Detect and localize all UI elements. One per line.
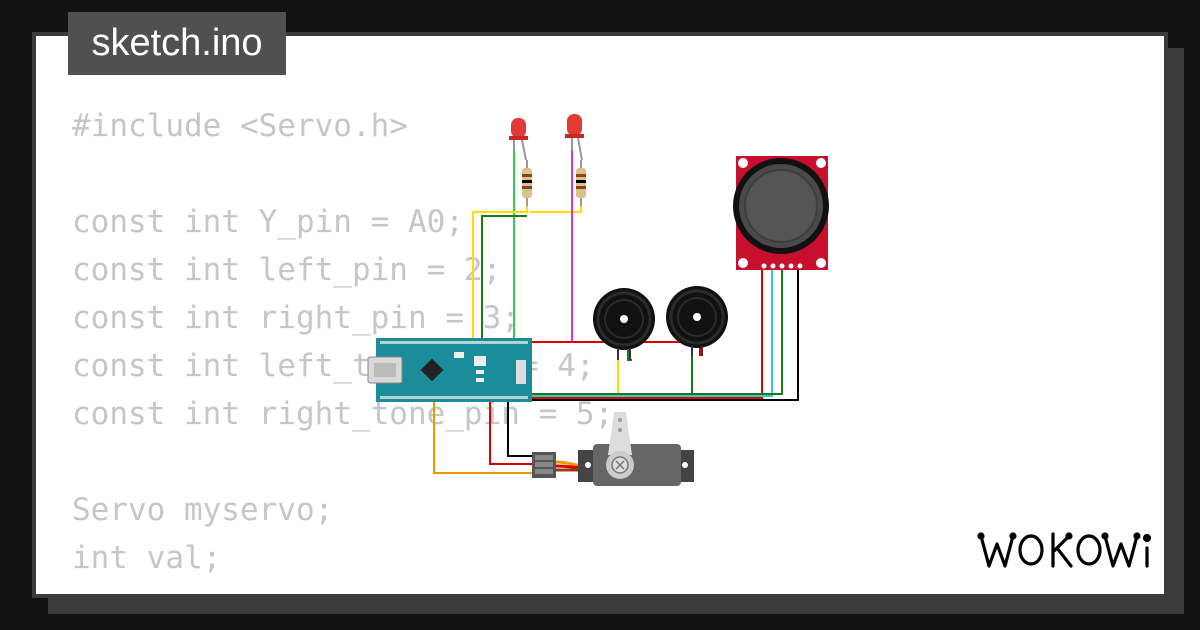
wire-yellow-res2	[530, 205, 582, 213]
servo-horn	[608, 412, 632, 455]
wire-black-joy-gnd	[510, 268, 799, 401]
code-line: const int right_pin = 3;	[72, 300, 520, 336]
resistor-right	[576, 160, 586, 206]
buzzer-left	[593, 288, 655, 360]
code-line: const int Y_pin = A0;	[72, 204, 464, 240]
code-line: Servo myservo;	[72, 492, 334, 528]
buzzer-right	[666, 286, 728, 356]
wire-darkgreen-gnd	[481, 215, 527, 340]
file-tab: sketch.ino	[68, 12, 286, 75]
wire-green-joy-horz	[520, 268, 783, 395]
chip-icon	[420, 358, 444, 382]
code-preview: #include <Servo.h> const int Y_pin = A0; c…	[72, 102, 613, 582]
wire-black-servo	[507, 400, 532, 457]
resistor-left	[522, 160, 532, 206]
led-left	[509, 118, 528, 161]
wire-red-joy-vcc	[528, 268, 763, 399]
wire-cyan-joy-vert	[520, 268, 773, 397]
servo-motor	[532, 412, 694, 486]
wire-yellow-res1	[472, 205, 528, 340]
code-line: int val;	[72, 540, 222, 576]
joystick-module	[733, 156, 829, 270]
wire-red-servo	[489, 400, 532, 465]
wokwi-logo	[977, 532, 1152, 568]
wires	[433, 148, 799, 474]
led-right	[565, 114, 584, 161]
code-line: #include <Servo.h>	[72, 108, 408, 144]
wire-orange-servo	[433, 400, 532, 474]
arduino-nano-board	[367, 338, 532, 402]
